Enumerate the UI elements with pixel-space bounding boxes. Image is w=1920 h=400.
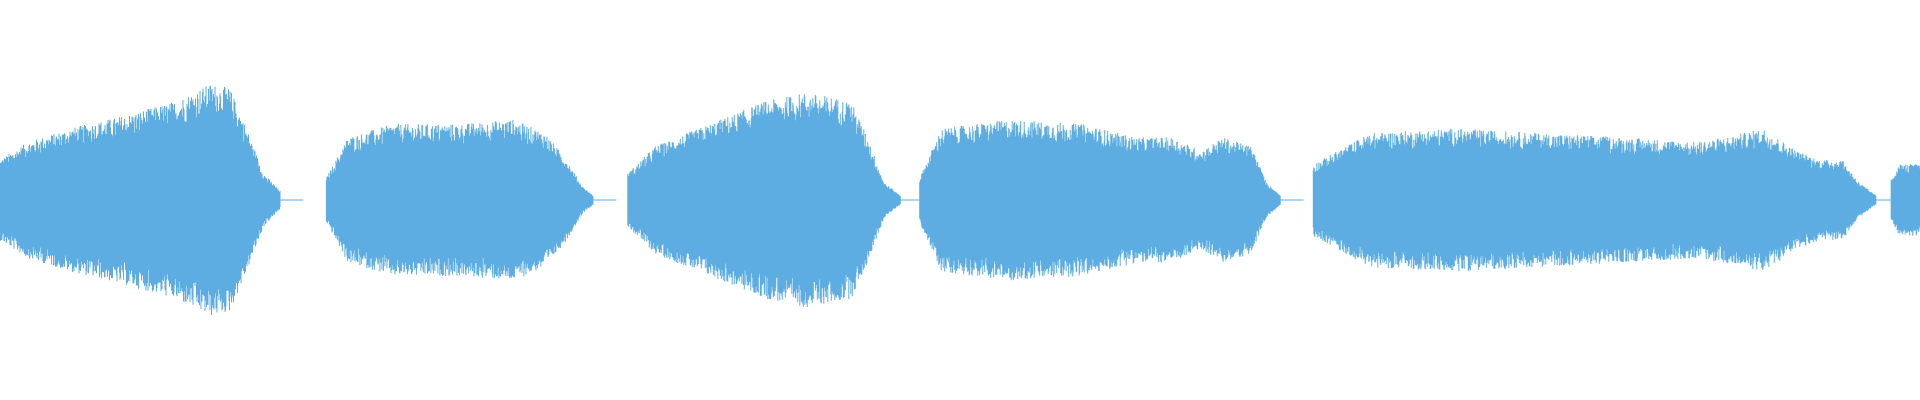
waveform-segment-1 <box>0 85 281 315</box>
waveform-segment-6 <box>1890 164 1920 236</box>
waveform-segment-2 <box>325 119 594 279</box>
waveform-segment-4 <box>919 121 1281 281</box>
waveform-segments <box>0 85 1920 315</box>
waveform-segment-5 <box>1312 128 1877 272</box>
waveform-segment-3 <box>627 94 901 307</box>
